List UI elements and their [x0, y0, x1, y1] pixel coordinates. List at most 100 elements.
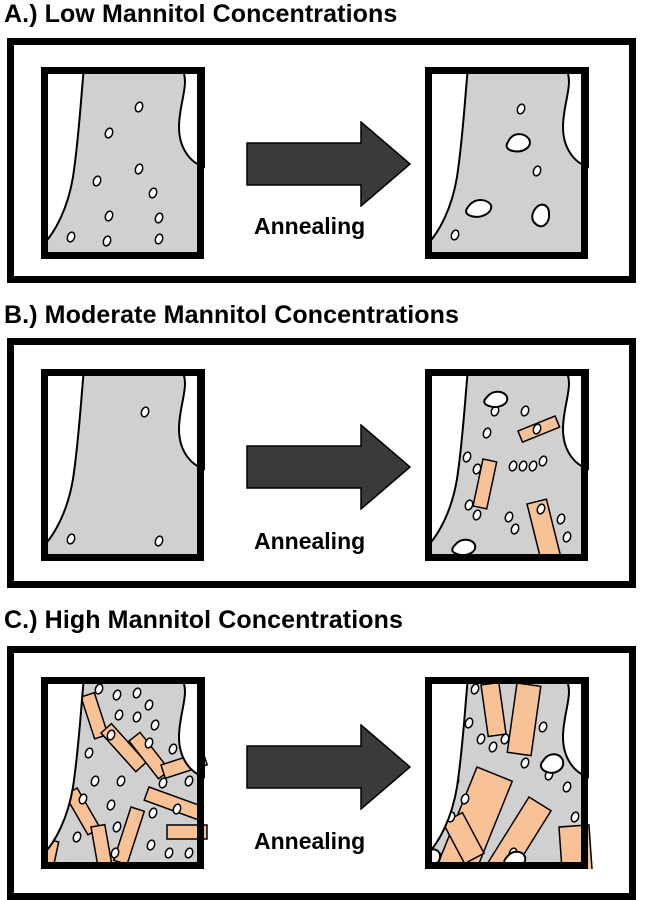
pore — [134, 101, 144, 113]
section-a-before-frame — [41, 67, 205, 259]
pore — [92, 175, 102, 187]
pore — [184, 775, 194, 787]
pore — [148, 807, 158, 819]
void-region — [41, 369, 86, 551]
section-c-before-pores — [50, 683, 194, 859]
pore — [450, 229, 460, 241]
pore — [66, 533, 76, 545]
pore — [472, 509, 482, 521]
pore — [508, 460, 518, 472]
pore — [84, 747, 94, 759]
section-a-panel: Annealing — [7, 38, 636, 283]
pore — [94, 683, 104, 695]
pore — [144, 737, 154, 749]
pore — [134, 163, 144, 175]
section-b-panel: Annealing — [7, 338, 636, 588]
section-a-after-pores — [450, 103, 542, 241]
section-b-before-pores — [66, 406, 164, 547]
pore — [78, 793, 88, 805]
void-region — [465, 199, 493, 218]
pore — [518, 460, 528, 472]
pore — [106, 729, 116, 741]
pore — [112, 821, 122, 833]
section-c-process-label: Annealing — [254, 828, 366, 854]
pore — [164, 847, 174, 859]
pore — [562, 781, 572, 793]
pore — [102, 235, 112, 247]
pore — [536, 503, 546, 515]
section-b-before-frame — [41, 369, 205, 561]
pore — [132, 687, 142, 699]
pore — [150, 719, 160, 731]
void-region — [425, 677, 470, 859]
pore — [482, 427, 492, 439]
right-arrow-icon — [246, 724, 412, 810]
void-region — [425, 67, 470, 249]
right-arrow-icon — [246, 424, 412, 510]
pore — [510, 523, 520, 535]
pore — [132, 711, 142, 723]
pore — [154, 233, 164, 245]
void-region — [41, 677, 86, 859]
mannitol-crystal — [526, 498, 563, 561]
mannitol-crystal — [483, 795, 553, 869]
right-arrow-icon — [246, 121, 412, 207]
amorphous-matrix — [41, 369, 204, 561]
pore — [462, 451, 472, 463]
frame-border — [425, 677, 588, 869]
pore — [114, 709, 124, 721]
pore — [110, 847, 120, 859]
pore — [72, 831, 82, 843]
pore — [520, 757, 530, 769]
pore — [144, 699, 154, 711]
section-a-after-frame — [425, 67, 589, 259]
pore — [460, 793, 470, 805]
pore — [532, 165, 542, 177]
pore — [106, 799, 116, 811]
frame-border — [41, 677, 204, 869]
section-b-arrow — [246, 424, 412, 510]
pore — [562, 531, 572, 543]
pore — [184, 847, 194, 859]
pore — [112, 689, 122, 701]
section-a-title: A.) Low Mannitol Concentrations — [4, 0, 398, 28]
pore — [116, 775, 126, 787]
void-region — [451, 538, 477, 556]
pore — [488, 741, 498, 753]
pore — [472, 463, 482, 475]
pore — [148, 187, 158, 199]
mannitol-crystal — [506, 682, 542, 757]
void-region — [425, 369, 470, 551]
pore — [538, 455, 548, 467]
section-c-before-frame — [41, 677, 209, 869]
pore — [104, 210, 114, 222]
pore — [470, 683, 480, 695]
pore — [528, 460, 538, 472]
pore — [104, 127, 114, 139]
section-b-after-frame — [425, 369, 589, 561]
section-a-process-label: Annealing — [254, 213, 366, 239]
pore — [158, 777, 168, 789]
section-a-arrow — [246, 121, 412, 207]
pore — [146, 839, 156, 851]
pore — [532, 423, 542, 435]
pore — [464, 717, 474, 729]
pore — [476, 733, 486, 745]
void-region — [539, 753, 565, 774]
void-region — [41, 67, 86, 249]
pore — [154, 535, 164, 547]
pore — [66, 231, 76, 243]
mannitol-crystal — [472, 458, 498, 510]
section-c-panel: Annealing — [7, 646, 636, 900]
section-c-title: C.) High Mannitol Concentrations — [4, 606, 404, 634]
section-c-after-frame — [425, 677, 594, 869]
section-b-after-pores — [462, 405, 572, 543]
pore — [90, 775, 100, 787]
void-region — [483, 390, 509, 408]
section-b-process-label: Annealing — [254, 528, 366, 554]
pore — [154, 212, 164, 224]
section-a-before-pores — [66, 101, 164, 247]
pore — [520, 405, 530, 417]
section-b-title: B.) Moderate Mannitol Concentrations — [4, 301, 460, 329]
pore — [140, 406, 150, 418]
